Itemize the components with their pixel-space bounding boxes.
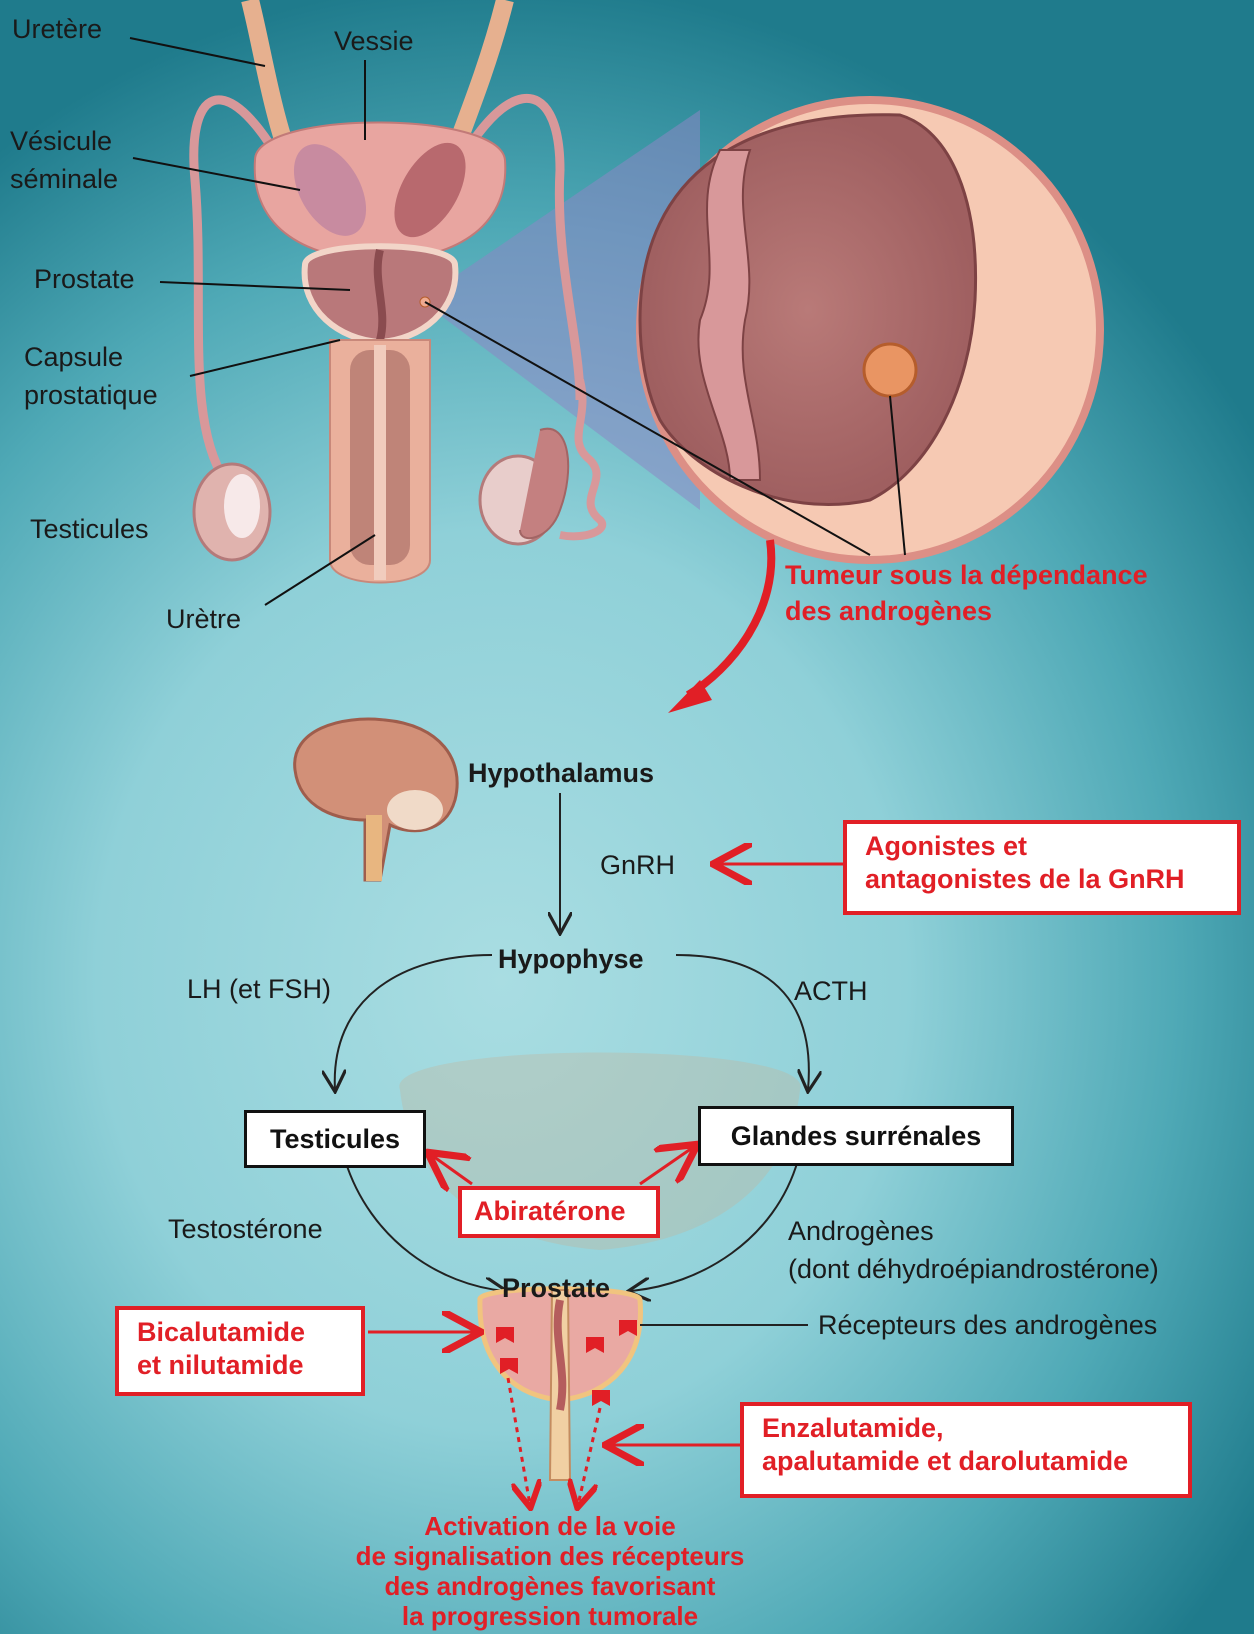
label-vessie: Vessie — [334, 26, 414, 57]
drug-enzalutamide-2: apalutamide et darolutamide — [762, 1445, 1170, 1478]
label-uretere: Uretère — [12, 14, 102, 45]
drug-box-gnrh: Agonistes et antagonistes de la GnRH — [843, 820, 1241, 915]
label-testicules-anatomy: Testicules — [30, 514, 149, 545]
label-hypophyse: Hypophyse — [498, 944, 644, 975]
bottom-note-3: des androgènes favorisant — [300, 1571, 800, 1601]
label-capsule-1: Capsule — [24, 342, 123, 373]
tumor-label-1: Tumeur sous la dépendance — [785, 560, 1148, 591]
bottom-note-1: Activation de la voie — [300, 1511, 800, 1541]
bottom-note: Activation de la voie de signalisation d… — [300, 1511, 800, 1631]
label-uretre: Urètre — [166, 604, 241, 635]
label-lh: LH (et FSH) — [187, 974, 331, 1005]
label-testosterone: Testostérone — [168, 1214, 323, 1245]
label-acth: ACTH — [794, 976, 868, 1007]
drug-box-bicalutamide: Bicalutamide et nilutamide — [115, 1306, 365, 1396]
label-vesicule-1: Vésicule — [10, 126, 112, 157]
label-androgenes-2: (dont déhydroépiandrostérone) — [788, 1254, 1159, 1285]
tumor-label-2: des androgènes — [785, 596, 992, 627]
label-vesicule-2: séminale — [10, 164, 118, 195]
drug-gnrh-2: antagonistes de la GnRH — [865, 863, 1219, 896]
bladder — [255, 123, 506, 261]
label-capsule-2: prostatique — [24, 380, 158, 411]
drug-bicalutamide-1: Bicalutamide — [137, 1316, 343, 1349]
drug-box-abiraterone: Abiratérone — [458, 1186, 660, 1238]
label-prostate-anatomy: Prostate — [34, 264, 135, 295]
bottom-note-4: la progression tumorale — [300, 1601, 800, 1631]
label-hypothalamus: Hypothalamus — [468, 758, 654, 789]
drug-enzalutamide-1: Enzalutamide, — [762, 1412, 1170, 1445]
drug-box-enzalutamide: Enzalutamide, apalutamide et darolutamid… — [740, 1402, 1192, 1498]
tumor — [864, 344, 916, 396]
drug-abiraterone: Abiratérone — [474, 1195, 644, 1228]
label-recepteurs: Récepteurs des androgènes — [818, 1310, 1157, 1341]
glandes-box: Glandes surrénales — [698, 1106, 1014, 1166]
label-prostate-flow: Prostate — [502, 1273, 610, 1304]
testicules-box: Testicules — [244, 1110, 426, 1168]
bottom-note-2: de signalisation des récepteurs — [300, 1541, 800, 1571]
drug-gnrh-1: Agonistes et — [865, 830, 1219, 863]
label-gnrh: GnRH — [600, 850, 675, 881]
drug-bicalutamide-2: et nilutamide — [137, 1349, 343, 1382]
label-androgenes-1: Androgènes — [788, 1216, 934, 1247]
